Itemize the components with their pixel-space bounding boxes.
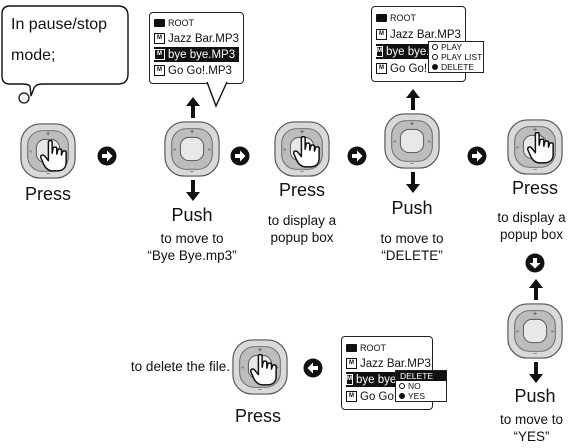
pressing-hand-icon	[40, 140, 68, 172]
step-caption: popup box	[499, 227, 564, 242]
root-folder-row: ROOT	[346, 340, 386, 355]
remote-control-icon	[163, 120, 221, 178]
step-action-label: Press	[234, 406, 281, 426]
step-caption: to move to	[380, 231, 444, 246]
popup-title: DELETE	[396, 371, 446, 381]
step-action-label: Press	[278, 180, 325, 200]
radio-selected-icon	[432, 64, 438, 70]
popup-option: PLAY	[429, 42, 483, 52]
folder-icon	[346, 343, 357, 352]
radio-selected-icon	[399, 393, 405, 399]
music-file-icon: M	[346, 358, 357, 369]
popup-option-selected: YES	[396, 391, 446, 401]
popup-option: PLAY LIST	[429, 52, 483, 62]
step-caption: to delete the file.	[130, 359, 230, 374]
down-arrow-icon	[529, 362, 543, 383]
pressing-hand-icon	[250, 354, 278, 386]
step-caption: to move to	[160, 231, 224, 246]
music-file-icon: M	[346, 374, 353, 385]
radio-icon	[432, 54, 438, 60]
step-caption: to display a	[267, 213, 337, 228]
remote-control-icon	[506, 302, 564, 360]
bubble-text-line2: mode;	[11, 47, 56, 64]
step-caption: to display a	[497, 210, 566, 225]
screen-pointer	[206, 80, 228, 108]
pressing-hand-icon	[527, 132, 555, 164]
music-file-icon: M	[376, 46, 383, 57]
radio-icon	[399, 383, 405, 389]
root-folder-row: ROOT	[154, 15, 194, 30]
popup-option-selected: DELETE	[429, 62, 483, 72]
step-caption: “DELETE”	[381, 248, 443, 263]
music-file-icon: M	[376, 29, 387, 40]
music-file-icon: M	[346, 391, 357, 402]
flow-arrow-right-icon	[97, 146, 117, 166]
down-arrow-icon	[406, 172, 420, 193]
option-popup: PLAY PLAY LIST DELETE	[428, 41, 484, 73]
flow-arrow-right-icon	[347, 146, 367, 166]
flow-arrow-right-icon	[230, 146, 250, 166]
root-folder-row: ROOT	[376, 10, 416, 25]
delete-confirm-popup: DELETE NO YES	[395, 370, 447, 402]
down-arrow-icon	[186, 180, 200, 201]
step-caption: popup box	[270, 230, 334, 245]
flow-arrow-left-icon	[303, 358, 323, 378]
step-action-label: Push	[171, 205, 213, 225]
bubble-text-line1: In pause/stop	[11, 16, 108, 33]
music-file-icon: M	[154, 65, 165, 76]
folder-icon	[376, 13, 387, 22]
step-caption: “Bye Bye.mp3”	[147, 248, 237, 263]
step-action-label: Press	[24, 184, 71, 204]
step-caption: “YES”	[513, 429, 550, 444]
step-caption: to move to	[499, 412, 564, 427]
music-file-icon: M	[154, 49, 165, 60]
pressing-hand-icon	[293, 136, 321, 168]
popup-option: NO	[396, 381, 446, 391]
music-file-icon: M	[376, 63, 387, 74]
remote-control-icon	[383, 112, 441, 170]
step-action-label: Push	[514, 386, 556, 406]
speech-bubble	[1, 5, 129, 104]
radio-icon	[432, 44, 438, 50]
step-action-label: Push	[391, 198, 433, 218]
step-action-label: Press	[511, 178, 558, 198]
up-arrow-icon	[529, 279, 543, 300]
flow-arrow-down-icon	[525, 253, 545, 273]
folder-icon	[154, 18, 165, 27]
music-file-icon: M	[154, 33, 165, 44]
up-arrow-icon	[186, 97, 200, 118]
flow-arrow-right-icon	[467, 146, 487, 166]
up-arrow-icon	[406, 89, 420, 110]
